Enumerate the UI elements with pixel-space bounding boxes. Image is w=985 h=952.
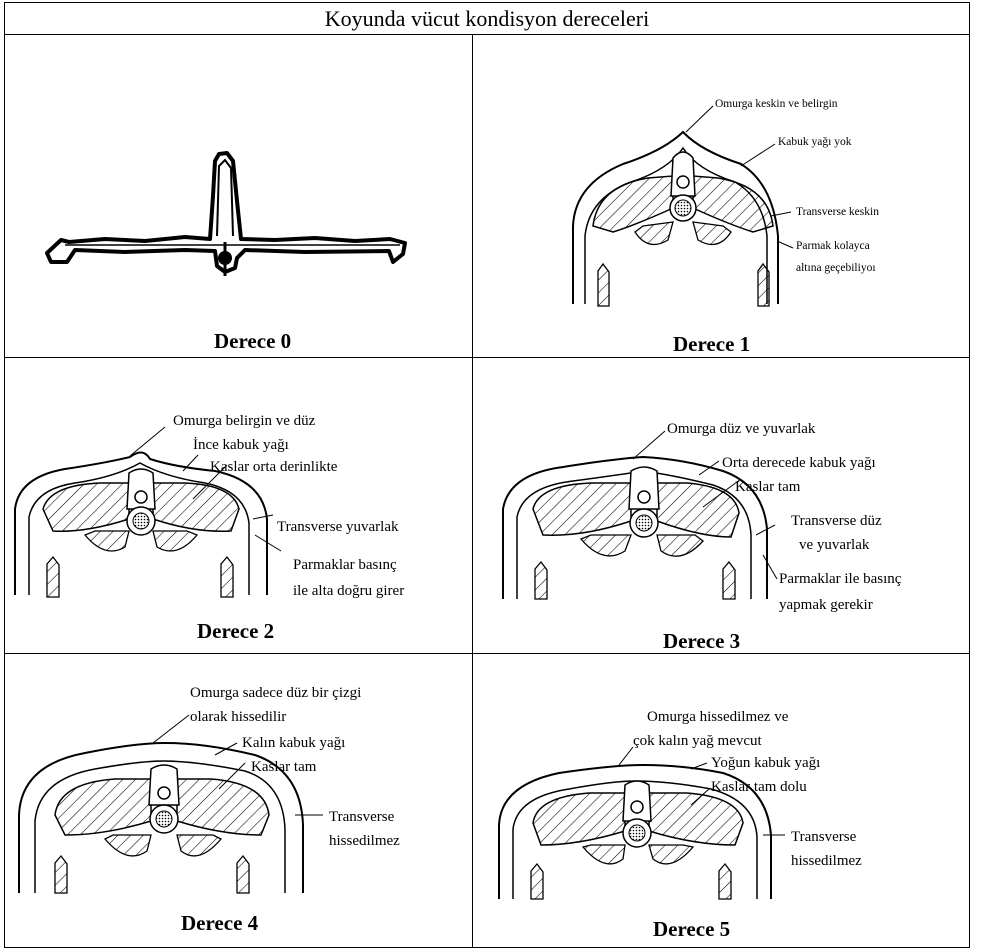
grade-5-label-4: Kaslar tam dolu xyxy=(711,779,807,796)
grade-4-label-5: Transverse xyxy=(329,809,394,826)
row-divider-1 xyxy=(5,357,969,358)
grade-3-label-3: Kaslar tam xyxy=(735,479,800,496)
grade-2-label-4: Transverse yuvarlak xyxy=(277,519,399,536)
grade-3-label-5: ve yuvarlak xyxy=(799,537,869,554)
grade-3-caption: Derece 3 xyxy=(663,629,740,654)
figure-title: Koyunda vücut kondisyon dereceleri xyxy=(5,3,969,35)
grade-0-illustration xyxy=(5,36,471,356)
grade-2-label-1: Omurga belirgin ve düz xyxy=(173,413,315,430)
grade-3-illustration xyxy=(473,359,969,652)
grade-5-label-1: Omurga hissedilmez ve xyxy=(647,709,788,726)
grade-4-label-3: Kalın kabuk yağı xyxy=(242,735,345,752)
row-divider-2 xyxy=(5,653,969,654)
grade-4-cell: Omurga sadece düz bir çizgi olarak hisse… xyxy=(5,655,471,947)
grade-3-cell: Omurga düz ve yuvarlak Orta derecede kab… xyxy=(473,359,969,652)
grade-3-label-7: yapmak gerekir xyxy=(779,597,873,614)
grade-2-label-2: İnce kabuk yağı xyxy=(193,437,289,454)
grade-1-label-3: Transverse keskin xyxy=(796,206,879,219)
grade-3-label-1: Omurga düz ve yuvarlak xyxy=(667,421,815,438)
grade-1-label-4: Parmak kolayca xyxy=(796,240,870,253)
grade-0-cell: Derece 0 xyxy=(5,36,471,356)
grade-4-label-2: olarak hissedilir xyxy=(190,709,286,726)
figure-frame: Koyunda vücut kondisyon dereceleri Derec… xyxy=(4,2,970,948)
grade-2-caption: Derece 2 xyxy=(197,619,274,644)
grade-1-label-1: Omurga keskin ve belirgin xyxy=(715,98,838,111)
grade-1-caption: Derece 1 xyxy=(673,332,750,357)
grade-2-label-5: Parmaklar basınç xyxy=(293,557,397,574)
grade-2-label-3: Kaslar orta derinlikte xyxy=(210,459,337,476)
grade-5-label-3: Yoğun kabuk yağı xyxy=(711,755,820,772)
grade-5-illustration xyxy=(473,655,969,947)
grade-5-cell: Omurga hissedilmez ve çok kalın yağ mevc… xyxy=(473,655,969,947)
grade-3-label-2: Orta derecede kabuk yağı xyxy=(722,455,876,472)
grade-1-illustration xyxy=(473,36,969,356)
grade-1-label-5: altına geçebiliyoı xyxy=(796,262,876,275)
grade-2-cell: Omurga belirgin ve düz İnce kabuk yağı K… xyxy=(5,359,471,652)
grade-3-label-4: Transverse düz xyxy=(791,513,882,530)
grade-4-caption: Derece 4 xyxy=(181,911,258,936)
grade-0-caption: Derece 0 xyxy=(214,329,291,354)
grade-5-label-6: hissedilmez xyxy=(791,853,862,870)
grade-5-caption: Derece 5 xyxy=(653,917,730,942)
grade-3-label-6: Parmaklar ile basınç xyxy=(779,571,901,588)
grade-4-label-6: hissedilmez xyxy=(329,833,400,850)
grade-5-label-2: çok kalın yağ mevcut xyxy=(633,733,762,750)
grade-4-label-1: Omurga sadece düz bir çizgi xyxy=(190,685,361,702)
grade-1-label-2: Kabuk yağı yok xyxy=(778,136,851,149)
grade-5-label-5: Transverse xyxy=(791,829,856,846)
grade-4-label-4: Kaslar tam xyxy=(251,759,316,776)
grade-2-illustration xyxy=(5,359,471,652)
grade-1-cell: Omurga keskin ve belirgin Kabuk yağı yok… xyxy=(473,36,969,356)
grade-2-label-6: ile alta doğru girer xyxy=(293,583,404,600)
